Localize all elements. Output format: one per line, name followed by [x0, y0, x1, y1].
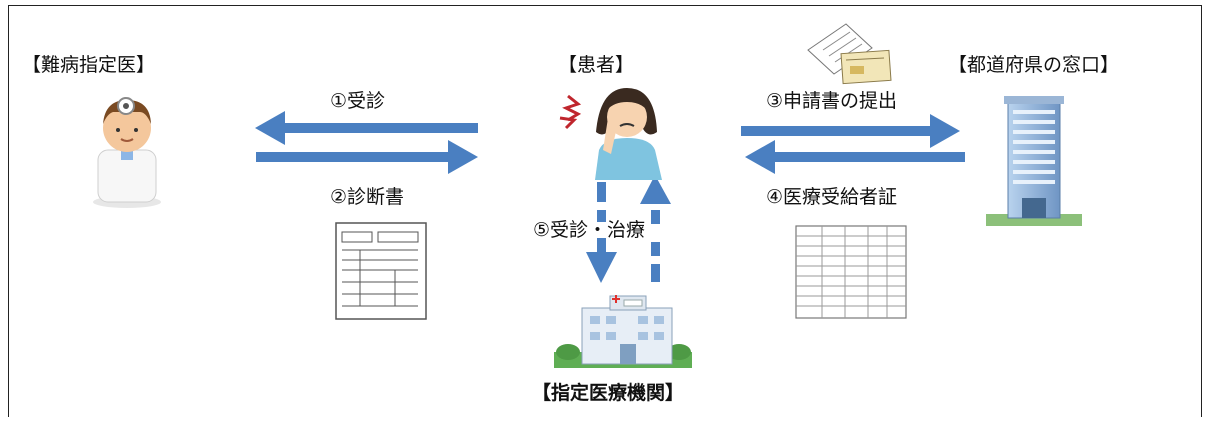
application-documents-icon: [807, 23, 892, 85]
arrow-application-to-prefecture: [741, 114, 960, 148]
step3-label: ③申請書の提出: [766, 90, 898, 112]
institution-label: 【指定医療機関】: [532, 382, 685, 404]
patient-icon: [559, 88, 662, 180]
doctor-label: 【難病指定医】: [22, 54, 156, 76]
step2-label: ②診断書: [330, 186, 405, 208]
certificate-table-icon: [795, 225, 907, 319]
arrow-certificate-to-patient: [745, 140, 965, 174]
patient-label: 【患者】: [558, 54, 635, 76]
arrow-diagnosis-to-patient: [256, 140, 478, 174]
prefecture-label: 【都道府県の窓口】: [948, 54, 1120, 76]
arrow-treatment-up: [640, 175, 671, 282]
arrow-treatment-down: [586, 182, 617, 283]
step1-label: ①受診: [330, 90, 386, 112]
hospital-icon: [554, 295, 692, 368]
step4-label: ④医療受給者証: [766, 186, 898, 208]
diagnosis-form-icon: [335, 222, 427, 320]
diagram-frame: [8, 5, 1202, 417]
arrow-visit-to-doctor: [255, 111, 478, 145]
office-building-icon: [986, 96, 1082, 226]
step5-label: ⑤受診・治療: [533, 219, 646, 241]
doctor-icon: [93, 97, 161, 208]
